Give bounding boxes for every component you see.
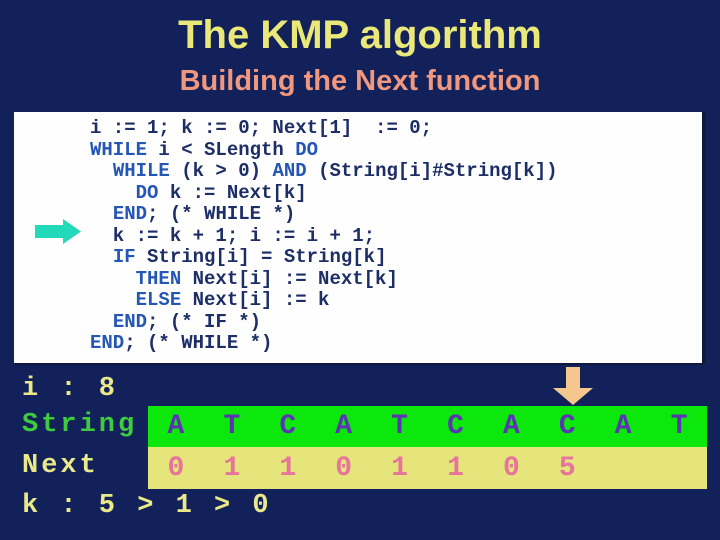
- next-cell: 1: [223, 452, 241, 484]
- next-cell: [651, 447, 707, 489]
- code-line: END; (* IF *): [112, 310, 262, 333]
- string-row-label: String: [22, 410, 138, 440]
- next-cell: 5: [558, 452, 576, 484]
- string-cell: A: [335, 411, 353, 442]
- next-row-label: Next: [22, 451, 99, 481]
- code-panel: i := 1; k := 0; Next[1] := 0;WHILE i < S…: [14, 112, 705, 365]
- code-line: WHILE i < SLength DO: [90, 138, 319, 161]
- page-subtitle: Building the Next function: [179, 65, 541, 97]
- next-cell: 1: [279, 452, 297, 484]
- code-line: i := 1; k := 0; Next[1] := 0;: [90, 117, 433, 139]
- string-cell: T: [670, 411, 688, 442]
- code-line: END; (* WHILE *): [90, 332, 273, 354]
- i-value-label: i : 8: [22, 374, 119, 404]
- string-cell: C: [558, 411, 576, 442]
- code-line: END; (* WHILE *): [112, 203, 296, 225]
- string-cell: C: [279, 411, 297, 442]
- code-line: WHILE (k > 0) AND (String[i]#String[k]): [112, 160, 558, 182]
- next-cell: 1: [447, 452, 464, 484]
- next-row: 0 1 1 0 1 1 0 5: [148, 447, 707, 489]
- position-arrow-icon: [553, 367, 593, 405]
- code-listing: i := 1; k := 0; Next[1] := 0;WHILE i < S…: [90, 117, 558, 355]
- next-cell: 0: [335, 452, 353, 484]
- string-cell: A: [502, 411, 520, 442]
- code-line: ELSE Next[i] := k: [135, 289, 330, 311]
- string-cell: C: [447, 411, 464, 442]
- k-value-label: k : 5 > 1 > 0: [22, 491, 272, 521]
- code-line: IF String[i] = String[k]: [112, 246, 387, 268]
- string-cell: T: [391, 411, 408, 442]
- string-cell: T: [223, 411, 241, 442]
- current-line-arrow-icon: [35, 219, 81, 244]
- code-line: DO k := Next[k]: [135, 181, 307, 204]
- next-cell: 1: [391, 452, 408, 484]
- code-line: THEN Next[i] := Next[k]: [135, 267, 398, 290]
- code-line: k := k + 1; i := i + 1;: [90, 224, 376, 247]
- next-cell: 0: [167, 452, 185, 484]
- next-cell: 0: [502, 452, 520, 484]
- string-cell: A: [614, 411, 632, 442]
- string-cell: A: [167, 411, 185, 442]
- page-title: The KMP algorithm: [178, 13, 542, 57]
- next-cell: [595, 447, 651, 489]
